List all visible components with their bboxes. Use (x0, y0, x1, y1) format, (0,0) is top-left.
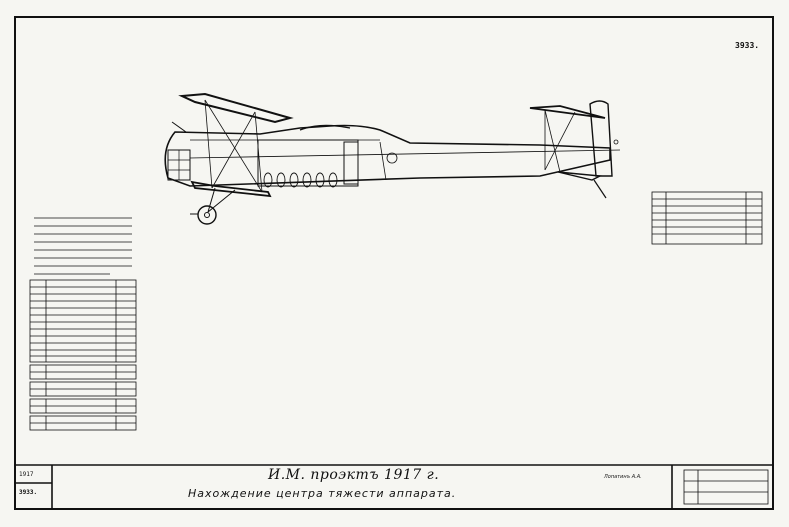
component-table (651, 191, 763, 245)
aircraft-side-view (164, 92, 621, 225)
wheel (197, 205, 217, 225)
drawing-subtitle: Нахождение центра тяжести аппарата. (188, 487, 457, 500)
notes-block (34, 217, 132, 275)
engine-cylinders (263, 172, 338, 188)
title-block-year: 1917 (19, 471, 34, 478)
drawing-frame (14, 16, 774, 510)
title-block-number: 3933. (19, 489, 38, 496)
drawing-title: И.М. проэктъ 1917 г. (268, 467, 440, 483)
vertical-fin (589, 100, 613, 177)
signature: Лопатинъ А.А. (604, 474, 642, 480)
weights-table (29, 279, 137, 431)
tail-lower-plane (557, 171, 603, 181)
title-block-lines (14, 464, 774, 510)
cockpit (299, 124, 351, 131)
undercarriage (190, 187, 236, 225)
approval-stamp (683, 469, 769, 505)
tail-upper-plane (529, 105, 606, 119)
upper-wing (178, 92, 294, 124)
wing-bracing (204, 99, 263, 193)
engine-bay (257, 139, 359, 187)
sheet-number: 3933. (735, 41, 760, 50)
